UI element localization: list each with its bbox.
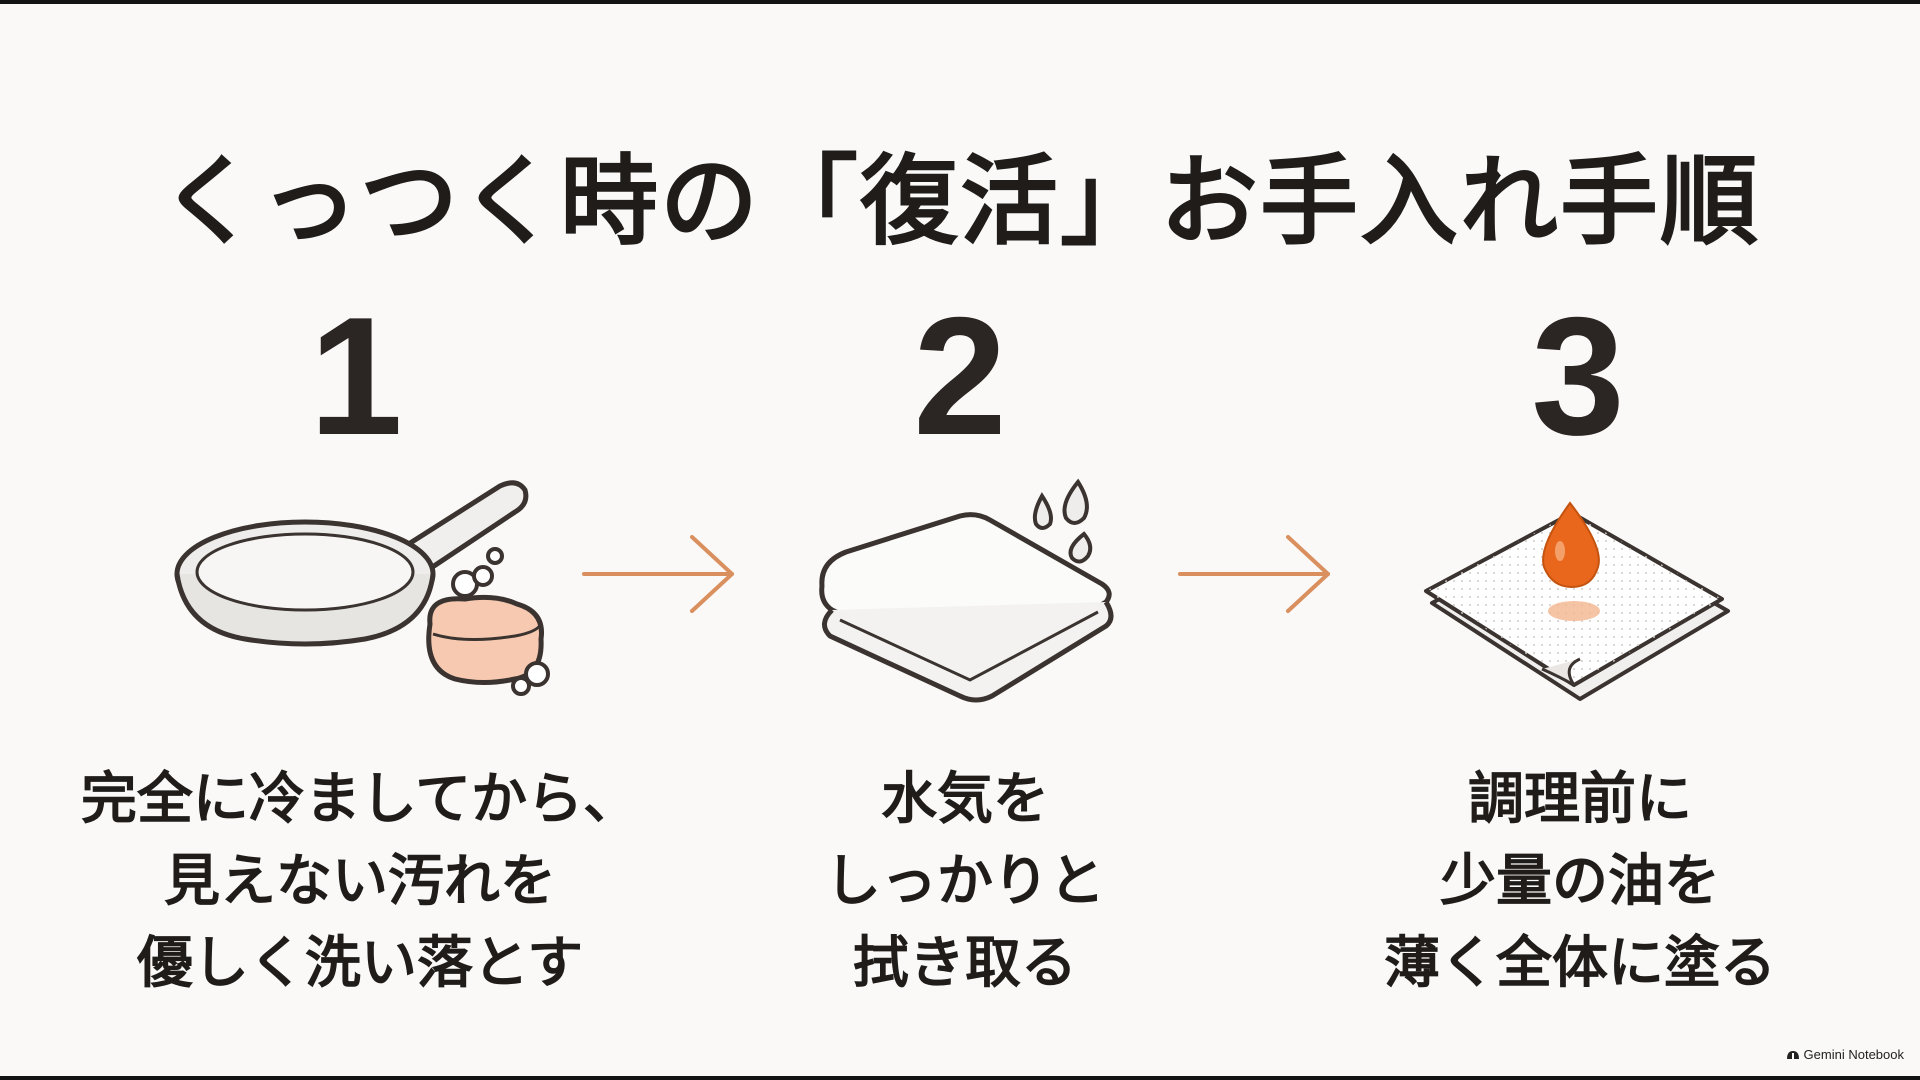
step-3-line-3: 薄く全体に塗る	[1384, 931, 1776, 996]
step-1-line-1: 完全に冷ましてから、	[80, 767, 640, 832]
step-2-line-1: 水気を	[881, 767, 1049, 832]
step-3-number: 3	[1531, 282, 1625, 470]
page-title: くっつく時の「復活」お手入れ手順	[159, 145, 1760, 259]
step-2-number: 2	[913, 282, 1007, 470]
step-1-line-3: 優しく洗い落とす	[136, 931, 584, 996]
arrow-right-icon	[1178, 535, 1330, 613]
paper-towel-oil-icon	[1424, 501, 1730, 701]
frying-pan-sponge-icon	[174, 480, 550, 696]
step-3-text: 調理前に 少量の油を 薄く全体に塗る	[1320, 759, 1840, 1005]
step-3-line-1: 調理前に	[1468, 767, 1692, 832]
arrow-right-icon	[582, 535, 734, 613]
step-2-text: 水気を しっかりと 拭き取る	[740, 759, 1190, 1005]
step-1-line-2: 見えない汚れを	[164, 849, 556, 914]
step-2-line-2: しっかりと	[825, 849, 1105, 914]
step-2-line-3: 拭き取る	[853, 931, 1077, 996]
gemini-notebook-logo-icon	[1786, 1050, 1799, 1059]
towel-droplets-icon	[819, 478, 1114, 703]
step-1-number: 1	[309, 282, 403, 470]
watermark: Gemini Notebook	[1786, 1047, 1904, 1062]
watermark-text: Gemini Notebook	[1803, 1047, 1904, 1062]
step-3-line-2: 少量の油を	[1440, 849, 1720, 914]
step-1-text: 完全に冷ましてから、 見えない汚れを 優しく洗い落とす	[40, 759, 680, 1005]
